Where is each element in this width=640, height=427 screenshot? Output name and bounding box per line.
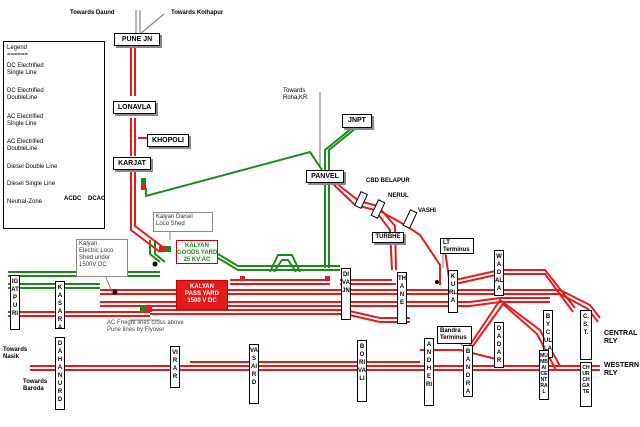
station-thane: THANE: [397, 272, 407, 324]
callout-bandra-terminus: Bandra Terminus: [437, 326, 472, 344]
legend-ac-double: AC Electrified DoubleLine: [7, 139, 44, 152]
callout-electric-shed: Kalyan Electric Loco Shed under 1500V DC: [76, 239, 128, 277]
direction-daund: Towards Daund: [70, 10, 115, 16]
station-cst: C.S.T.: [580, 310, 592, 360]
neutral-zone-marker: [140, 306, 146, 312]
station-borivali: BORIVALI: [357, 340, 367, 402]
label-vashi: VASHI: [418, 208, 436, 214]
legend-dcac: DCAC: [88, 196, 106, 202]
neutral-zone-marker: [141, 184, 146, 190]
kalyan-pass-yard: KALYAN PASS YARD 1500 V DC: [176, 280, 228, 310]
station-churchgate: CHURCHGATE: [580, 362, 592, 407]
legend-dc-double: DC Electrified DoubleLine: [7, 88, 44, 101]
station-dahanu: DAHANU RD: [55, 337, 65, 410]
neutral-zones: [140, 178, 330, 312]
callout-diesel-shed: Kalyan Diesel Loco Shed: [153, 212, 213, 232]
station-lonavla: LONAVLA: [113, 101, 156, 114]
kalyan-goods-yard: KALYAN GOODS YARD 25 KV AC: [176, 240, 218, 264]
callout-lt-terminus: LT Terminus: [440, 238, 474, 254]
station-jnpt: JNPT: [342, 114, 372, 128]
legend-neutral-zone: Neutral-Zone: [7, 199, 43, 205]
station-turbhe: TURBHE: [372, 232, 404, 243]
station-bandra: BANDRA: [463, 345, 473, 397]
legend-acdc: ACDC: [64, 196, 82, 202]
neutral-zone-marker: [325, 276, 330, 281]
station-kurla: KURLA: [448, 270, 458, 313]
station-diva: DIVAJN: [341, 268, 351, 320]
shed-dots: [112, 261, 439, 295]
neutral-zone-marker: [165, 246, 171, 252]
legend-ac-single: AC Electrified Single Line: [7, 114, 44, 127]
neutral-zone-marker: [146, 306, 152, 312]
diesel-lines: [135, 10, 321, 168]
note-ac-freight: AC Freight lines cross above Pune lines …: [107, 320, 184, 333]
station-kasara: KASARA: [55, 281, 65, 331]
direction-roha: Towards Roha,KR: [283, 88, 308, 101]
legend-dc-single: DC Electrified Single Line: [7, 63, 44, 76]
neutral-zone-marker: [159, 246, 165, 252]
station-karjat: KARJAT: [113, 157, 151, 170]
legend-title: Legend ======: [7, 45, 29, 58]
station-virar: VIRAR: [170, 346, 180, 388]
direction-central: CENTRAL RLY: [604, 330, 638, 345]
station-pune: PUNE JN: [114, 33, 160, 46]
label-nerul: NERUL: [388, 193, 409, 199]
station-dadar: DADAR: [494, 322, 504, 368]
legend-diesel-double: Diesel Double Line: [7, 164, 58, 170]
station-igatpuri: IGATPURI: [10, 275, 20, 330]
direction-kolhapur: Towards Kolhapur: [171, 10, 224, 16]
label-cbd-belapur: CBD BELAPUR: [366, 178, 410, 184]
direction-western: WESTERN RLY: [604, 362, 639, 377]
station-mumbai-central: MUMBAI CENTRAL: [539, 350, 549, 400]
station-andheri: ANDHERI: [424, 338, 434, 406]
legend-diesel-single: Diesel Single Line: [7, 181, 56, 187]
direction-baroda: Towards Baroda: [23, 379, 48, 392]
station-byculla: BYCULLA: [543, 310, 553, 358]
station-khopoli: KHOPOLI: [147, 134, 189, 147]
station-panvel: PANVEL: [306, 170, 344, 183]
station-wadala: WADALA: [494, 250, 504, 296]
neutral-zone-marker: [240, 276, 245, 281]
legend: Legend ====== DC Electrified Single Line…: [3, 41, 105, 229]
station-vasai: VASAI RD: [249, 344, 259, 404]
direction-nasik: Towards Nasik: [3, 347, 28, 360]
neutral-zone-marker: [141, 178, 146, 184]
